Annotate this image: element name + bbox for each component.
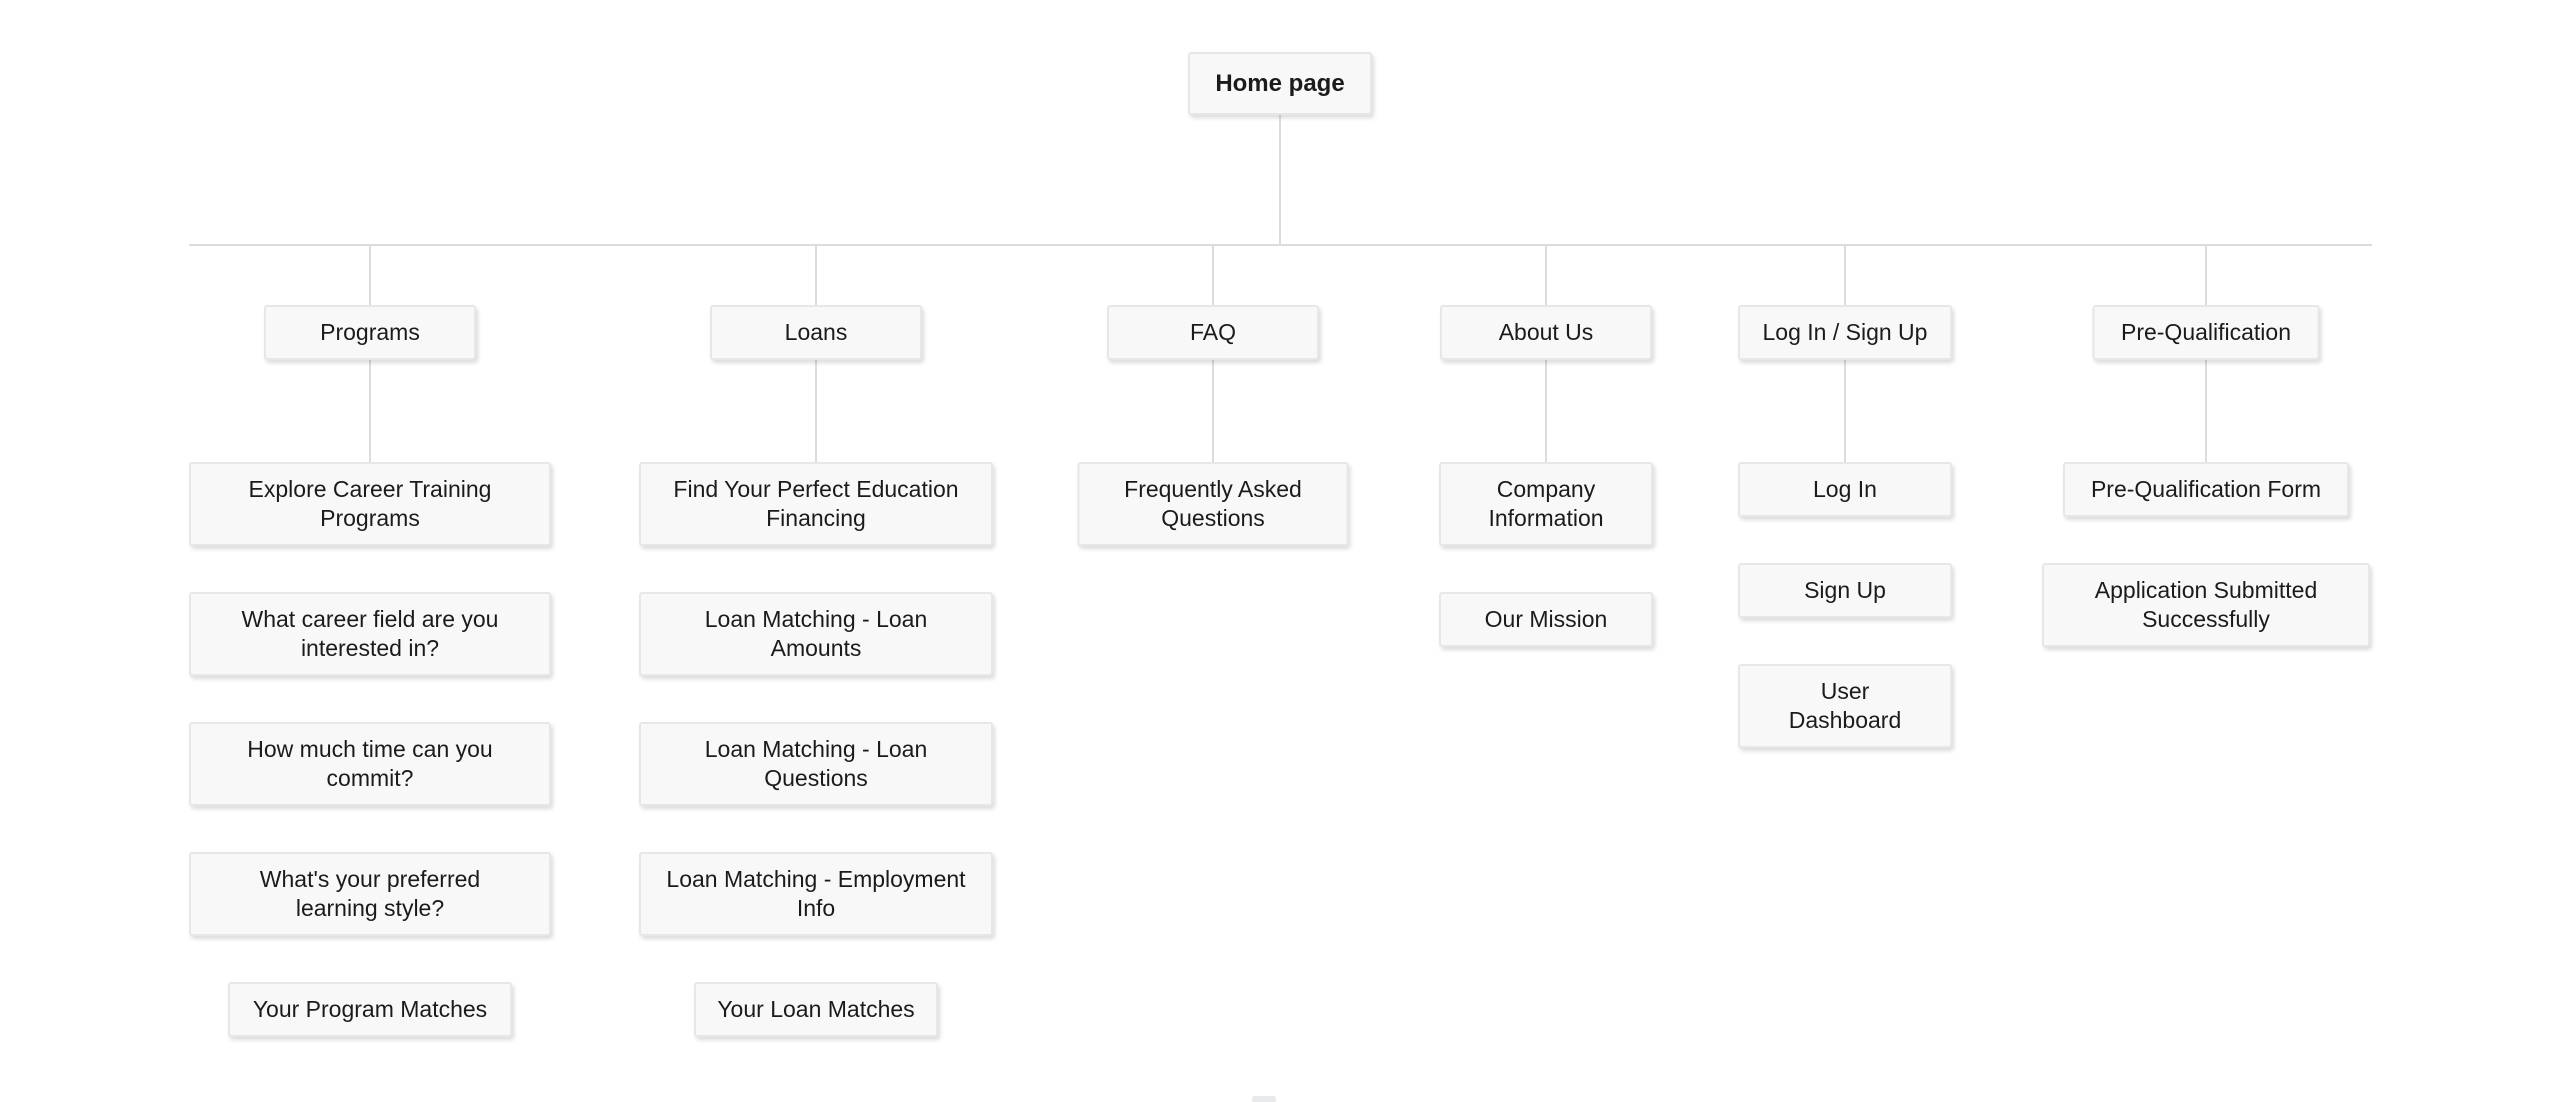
node-learning-style-question[interactable]: What's your preferred learning style?: [189, 852, 551, 936]
node-user-dashboard[interactable]: User Dashboard: [1738, 664, 1952, 748]
connector-about-us-children: [1545, 359, 1547, 462]
column-pre-qualification-children: Pre-Qualification Form Application Submi…: [2042, 462, 2370, 647]
connector-branch-horizontal: [189, 244, 2372, 246]
node-label: Log In / Sign Up: [1762, 319, 1928, 345]
connector-programs-children: [369, 359, 371, 462]
node-label: Company Information: [1488, 476, 1604, 531]
node-label: Frequently Asked Questions: [1124, 476, 1302, 531]
node-label: Your Program Matches: [252, 996, 488, 1022]
node-label: User Dashboard: [1788, 678, 1902, 733]
node-your-program-matches[interactable]: Your Program Matches: [228, 982, 512, 1037]
connector-drop-about-us: [1545, 245, 1547, 306]
node-label: How much time can you commit?: [247, 736, 493, 791]
connector-faq-children: [1212, 359, 1214, 462]
node-label: Loan Matching - Employment Info: [666, 866, 966, 921]
node-career-field-question[interactable]: What career field are you interested in?: [189, 592, 551, 676]
node-label: Explore Career Training Programs: [248, 476, 492, 531]
column-about-us-children: Company Information Our Mission: [1439, 462, 1653, 647]
node-log-in[interactable]: Log In: [1738, 462, 1952, 517]
node-label: Loan Matching - Loan Amounts: [704, 606, 928, 661]
connector-home-vertical: [1279, 114, 1281, 245]
node-label: Programs: [320, 319, 420, 345]
node-home-page[interactable]: Home page: [1188, 52, 1372, 115]
node-time-commit-question[interactable]: How much time can you commit?: [189, 722, 551, 806]
node-label: Loan Matching - Loan Questions: [704, 736, 928, 791]
node-label: Loans: [784, 319, 848, 345]
node-label: Home page: [1215, 70, 1345, 97]
node-label: Our Mission: [1484, 606, 1608, 632]
node-explore-career-training-programs[interactable]: Explore Career Training Programs: [189, 462, 551, 546]
connector-login-signup-children: [1844, 359, 1846, 462]
node-label: Sign Up: [1804, 577, 1886, 603]
node-about-us[interactable]: About Us: [1440, 305, 1652, 360]
node-application-submitted-successfully[interactable]: Application Submitted Successfully: [2042, 563, 2370, 647]
connector-drop-faq: [1212, 245, 1214, 306]
node-faq[interactable]: FAQ: [1107, 305, 1319, 360]
node-label: Pre-Qualification: [2120, 319, 2292, 345]
node-label: About Us: [1498, 319, 1594, 345]
column-programs-children: Explore Career Training Programs What ca…: [189, 462, 551, 1037]
node-pre-qualification-form[interactable]: Pre-Qualification Form: [2063, 462, 2349, 517]
node-loan-matching-employment-info[interactable]: Loan Matching - Employment Info: [639, 852, 993, 936]
node-programs[interactable]: Programs: [264, 305, 476, 360]
node-label: Pre-Qualification Form: [2090, 476, 2322, 502]
node-loan-matching-questions[interactable]: Loan Matching - Loan Questions: [639, 722, 993, 806]
node-our-mission[interactable]: Our Mission: [1439, 592, 1653, 647]
node-label: Log In: [1813, 476, 1877, 502]
node-find-education-financing[interactable]: Find Your Perfect Education Financing: [639, 462, 993, 546]
column-login-signup-children: Log In Sign Up User Dashboard: [1738, 462, 1952, 748]
node-sign-up[interactable]: Sign Up: [1738, 563, 1952, 618]
node-company-information[interactable]: Company Information: [1439, 462, 1653, 546]
node-label: What's your preferred learning style?: [259, 866, 481, 921]
node-label: What career field are you interested in?: [241, 606, 499, 661]
node-frequently-asked-questions[interactable]: Frequently Asked Questions: [1077, 462, 1349, 546]
bottom-edge-artifact: [1252, 1096, 1276, 1102]
node-your-loan-matches[interactable]: Your Loan Matches: [694, 982, 938, 1037]
node-loan-matching-amounts[interactable]: Loan Matching - Loan Amounts: [639, 592, 993, 676]
node-loans[interactable]: Loans: [710, 305, 922, 360]
connector-drop-pre-qualification: [2205, 245, 2207, 306]
connector-drop-programs: [369, 245, 371, 306]
column-loans-children: Find Your Perfect Education Financing Lo…: [639, 462, 993, 1037]
connector-drop-loans: [815, 245, 817, 306]
connector-pre-qualification-children: [2205, 359, 2207, 462]
node-label: Find Your Perfect Education Financing: [673, 476, 959, 531]
node-login-signup[interactable]: Log In / Sign Up: [1738, 305, 1952, 360]
node-pre-qualification[interactable]: Pre-Qualification: [2092, 305, 2320, 360]
column-faq-children: Frequently Asked Questions: [1077, 462, 1349, 546]
connector-drop-login-signup: [1844, 245, 1846, 306]
node-label: FAQ: [1189, 319, 1236, 345]
node-label: Your Loan Matches: [717, 996, 915, 1022]
node-label: Application Submitted Successfully: [2094, 577, 2318, 632]
connector-loans-children: [815, 359, 817, 462]
